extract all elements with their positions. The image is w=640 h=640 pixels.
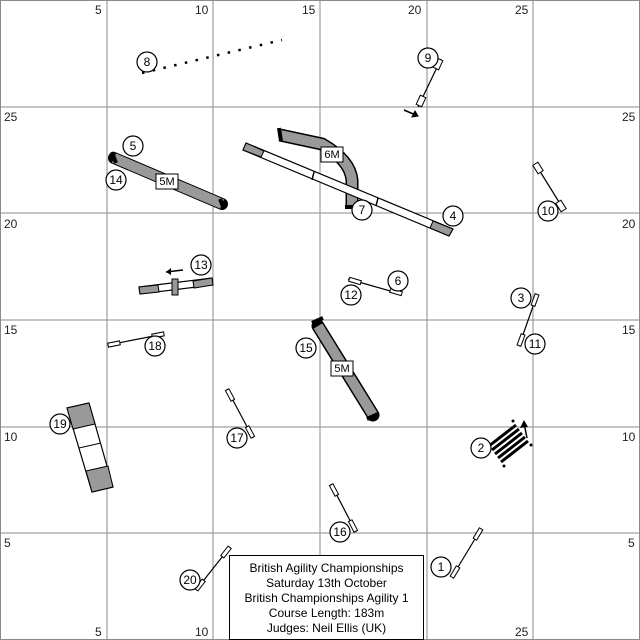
right-label-20: 20	[622, 217, 636, 231]
tunnel-label-5m-left: 5M	[155, 173, 179, 190]
right-label-15: 15	[622, 323, 636, 337]
svg-text:5M: 5M	[159, 176, 174, 188]
svg-text:18: 18	[148, 339, 162, 353]
svg-text:6: 6	[395, 274, 402, 288]
seesaw-13	[138, 268, 214, 296]
number-5: 5	[122, 135, 144, 157]
course-info-box: British Agility Championships Saturday 1…	[229, 555, 424, 640]
dog-walk-4	[242, 142, 454, 237]
svg-text:15: 15	[299, 341, 313, 355]
number-19: 19	[49, 413, 71, 435]
bottom-label-5: 5	[95, 625, 102, 639]
top-label-15: 15	[302, 3, 316, 17]
svg-text:4: 4	[450, 209, 457, 223]
number-3: 3	[510, 287, 532, 309]
jump-9	[403, 57, 444, 118]
top-label-5: 5	[95, 3, 102, 17]
weave-poles-8	[141, 38, 283, 75]
number-2: 2	[470, 437, 492, 459]
svg-text:7: 7	[359, 203, 366, 217]
svg-text:8: 8	[144, 55, 151, 69]
svg-text:10: 10	[541, 204, 555, 218]
bottom-label-10: 10	[195, 625, 209, 639]
number-10: 10	[537, 200, 559, 222]
svg-text:17: 17	[230, 431, 244, 445]
judges: Judges: Neil Ellis (UK)	[266, 621, 387, 635]
svg-text:3: 3	[518, 291, 525, 305]
number-12: 12	[340, 284, 362, 306]
long-jump-2	[484, 419, 533, 468]
svg-text:12: 12	[344, 288, 358, 302]
event-title: British Agility Championships	[249, 561, 404, 575]
number-16: 16	[329, 521, 351, 543]
number-20: 20	[179, 569, 201, 591]
class-name: British Championships Agility 1	[244, 591, 409, 605]
top-label-20: 20	[408, 3, 422, 17]
top-label-25: 25	[515, 3, 529, 17]
left-label-5: 5	[4, 536, 11, 550]
svg-text:13: 13	[194, 258, 208, 272]
number-6: 6	[387, 270, 409, 292]
number-9: 9	[417, 47, 439, 69]
svg-text:14: 14	[109, 173, 123, 187]
number-7: 7	[351, 199, 373, 221]
number-1: 1	[430, 556, 452, 578]
bottom-label-25: 25	[515, 625, 529, 639]
jumps	[107, 57, 567, 592]
jump-10	[532, 161, 567, 213]
left-label-20: 20	[4, 217, 18, 231]
svg-text:19: 19	[53, 417, 67, 431]
svg-text:20: 20	[183, 573, 197, 587]
jump-16	[328, 483, 359, 533]
jump-3-11	[516, 293, 540, 347]
svg-text:16: 16	[333, 525, 347, 539]
svg-text:6M: 6M	[324, 149, 339, 161]
svg-text:9: 9	[425, 51, 432, 65]
number-11: 11	[524, 333, 546, 355]
number-4: 4	[442, 205, 464, 227]
number-15: 15	[295, 337, 317, 359]
jump-17	[224, 388, 256, 439]
top-label-10: 10	[195, 3, 209, 17]
number-14: 14	[105, 169, 127, 191]
right-label-5: 5	[628, 536, 635, 550]
jump-1	[449, 527, 484, 579]
right-label-25: 25	[622, 110, 636, 124]
number-18: 18	[144, 335, 166, 357]
tunnel-label-6m: 6M	[320, 146, 344, 163]
number-8: 8	[136, 51, 158, 73]
grid-numbers: 5 10 15 20 25 5 10 25 25 20 15 10 5 25 2…	[4, 3, 636, 639]
svg-text:5M: 5M	[334, 363, 349, 375]
left-label-25: 25	[4, 110, 18, 124]
number-17: 17	[226, 427, 248, 449]
left-label-10: 10	[4, 430, 18, 444]
jump-20	[194, 545, 232, 592]
right-label-10: 10	[622, 430, 636, 444]
tunnel-label-5m-middle: 5M	[330, 360, 354, 377]
obstacle-numbers: 1 2 3 4 5 6 7 8 9 10 11 12 13 14 15 16 1…	[49, 47, 559, 591]
number-13: 13	[190, 254, 212, 276]
a-frame-19	[66, 402, 114, 493]
svg-text:5: 5	[130, 139, 137, 153]
event-date: Saturday 13th October	[266, 576, 387, 590]
svg-text:2: 2	[478, 441, 485, 455]
course-length: Course Length: 183m	[268, 606, 385, 620]
left-label-15: 15	[4, 323, 18, 337]
svg-text:11: 11	[529, 337, 542, 351]
svg-text:1: 1	[438, 560, 445, 574]
